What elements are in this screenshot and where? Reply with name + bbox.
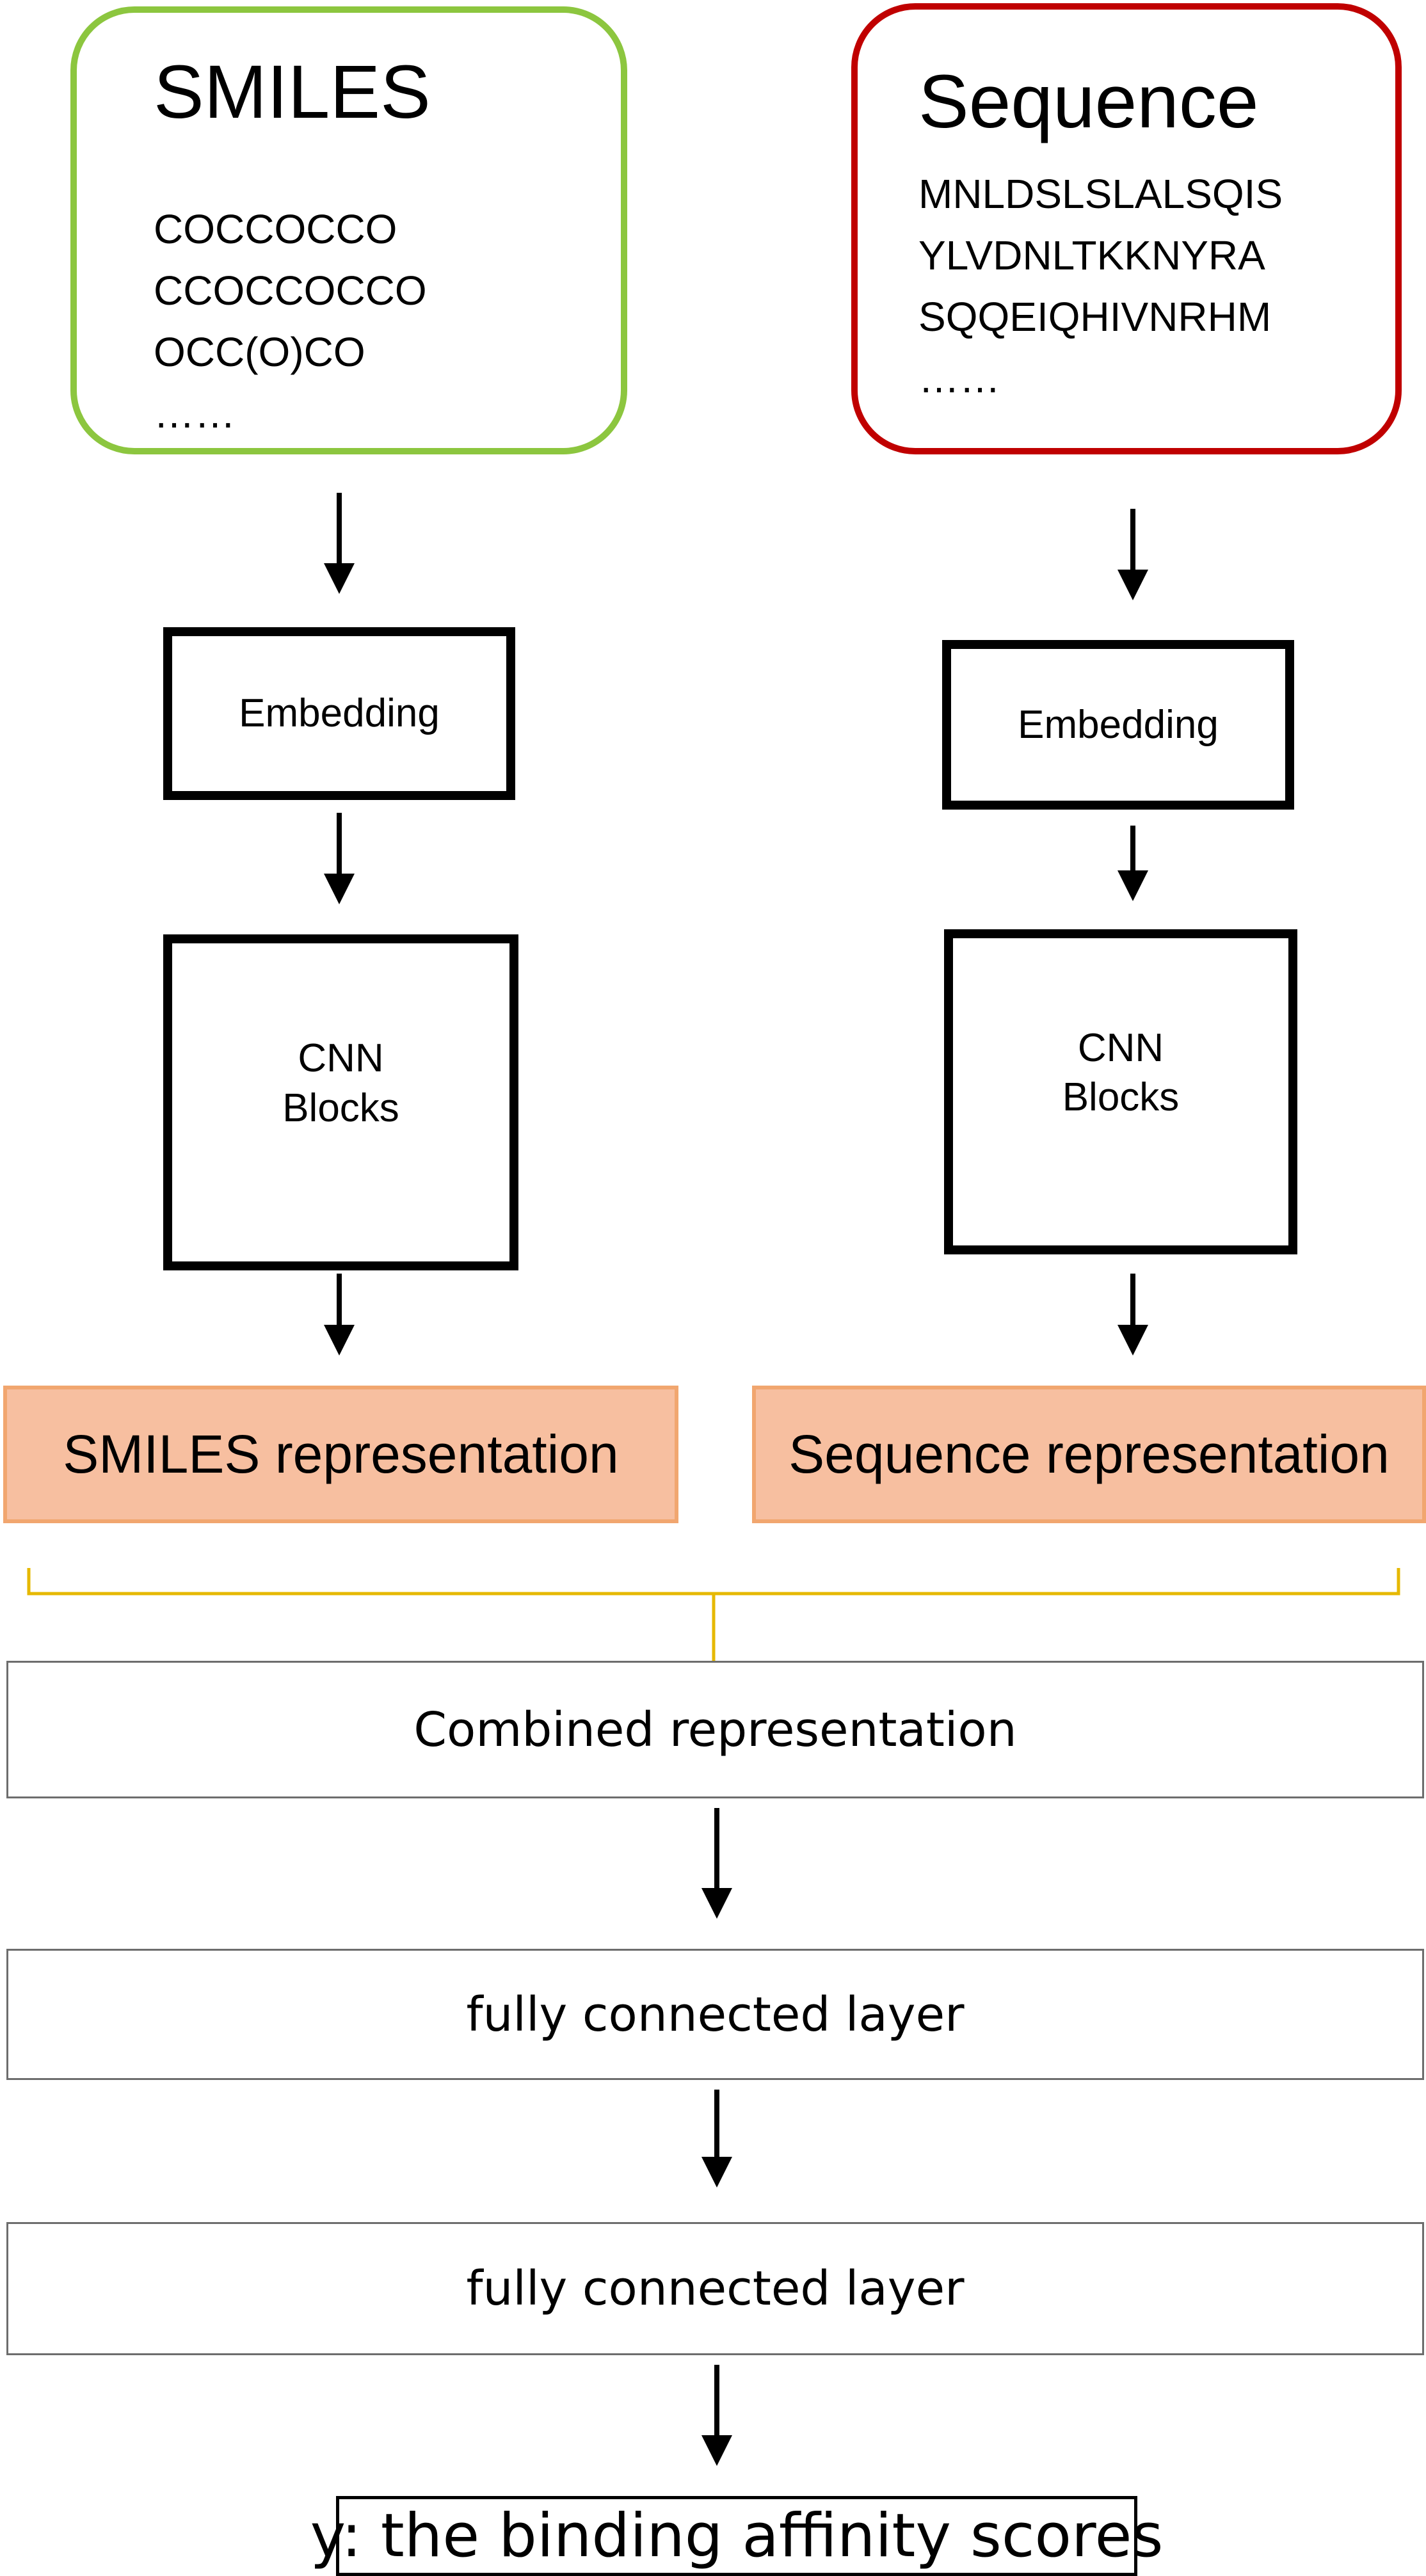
sequence-line: SQQEIQHIVNRHM [918, 294, 1272, 340]
sequence-cnn-label: CNN Blocks [1062, 1025, 1180, 1120]
smiles-cnn-block: CNN Blocks [163, 934, 518, 1270]
sequence-embedding-block: Embedding [942, 640, 1294, 810]
sequence-embedding-label: Embedding [1018, 702, 1219, 747]
fully-connected-layer-2: fully connected layer [6, 2222, 1424, 2355]
sequence-representation-box: Sequence representation [752, 1386, 1426, 1523]
smiles-input-box: SMILES COCCOCCO CCOCCOCCO OCC(O)CO …… [70, 6, 627, 454]
fc2-label: fully connected layer [466, 2261, 965, 2316]
smiles-line: COCCOCCO [154, 206, 397, 252]
smiles-ellipsis: …… [154, 390, 236, 436]
sequence-input-box: Sequence MNLDSLSLALSQIS YLVDNLTKKNYRA SQ… [851, 3, 1402, 454]
smiles-embedding-label: Embedding [239, 691, 440, 736]
merge-bracket [27, 1568, 1400, 1661]
sequence-ellipsis: …… [918, 355, 1000, 401]
smiles-line: OCC(O)CO [154, 329, 365, 375]
smiles-representation-box: SMILES representation [3, 1386, 678, 1523]
fully-connected-layer-1: fully connected layer [6, 1949, 1424, 2080]
combined-representation-box: Combined representation [6, 1661, 1424, 1798]
sequence-examples: MNLDSLSLALSQIS YLVDNLTKKNYRA SQQEIQHIVNR… [918, 163, 1283, 409]
sequence-representation-label: Sequence representation [789, 1424, 1390, 1484]
smiles-examples: COCCOCCO CCOCCOCCO OCC(O)CO …… [154, 198, 427, 444]
output-box: y: the binding affinity scores [310, 2496, 1163, 2576]
smiles-representation-label: SMILES representation [63, 1424, 619, 1484]
sequence-line: YLVDNLTKKNYRA [918, 232, 1265, 278]
smiles-cnn-label: CNN Blocks [282, 1036, 399, 1130]
output-label: y: the binding affinity scores [310, 2501, 1164, 2571]
fc1-label: fully connected layer [466, 1987, 965, 2042]
smiles-embedding-block: Embedding [163, 627, 515, 800]
combined-representation-label: Combined representation [413, 1702, 1017, 1757]
smiles-line: CCOCCOCCO [154, 268, 427, 314]
sequence-cnn-block: CNN Blocks [944, 929, 1297, 1254]
smiles-title: SMILES [154, 50, 431, 134]
sequence-title: Sequence [918, 60, 1259, 144]
sequence-line: MNLDSLSLALSQIS [918, 171, 1283, 217]
